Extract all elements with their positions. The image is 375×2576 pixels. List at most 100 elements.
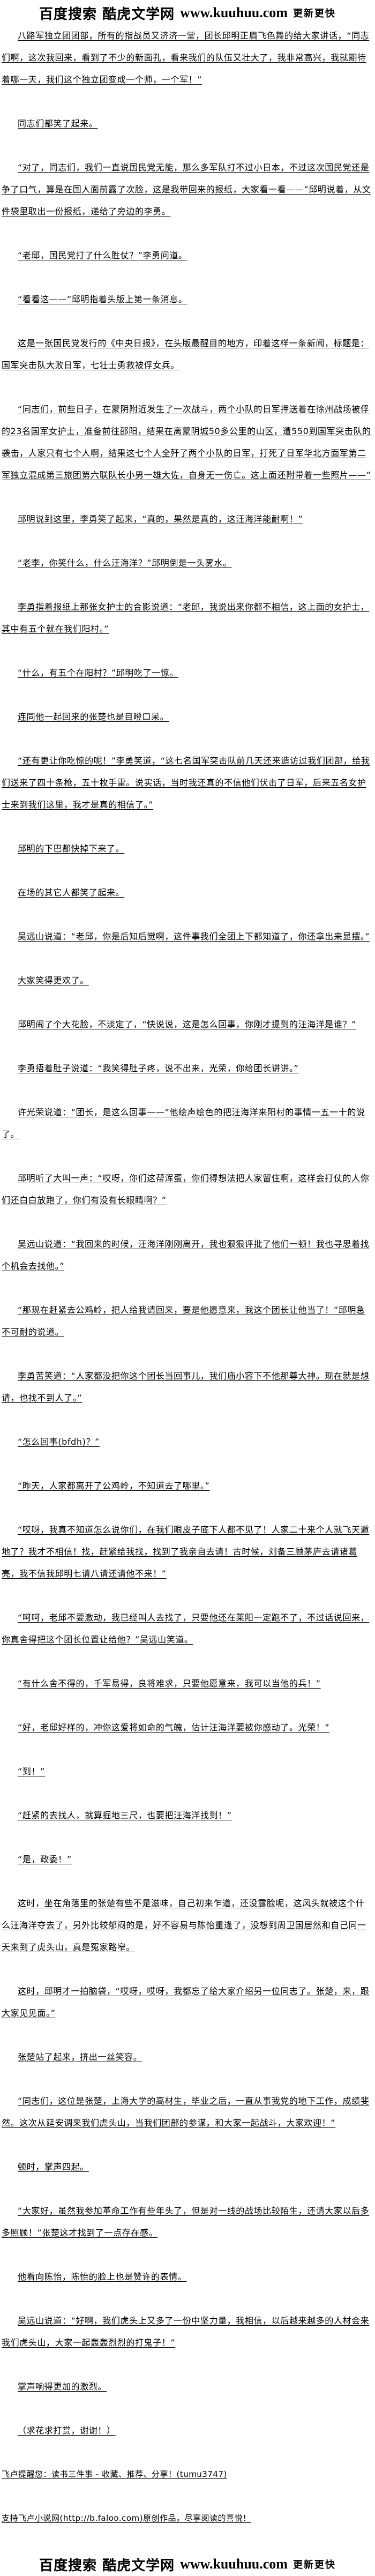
paragraph-text: 邱明听了大叫一声：“哎呀，你们这帮浑蛋，你们得想法把人家留住啊，这样会打仗的人你…: [2, 1173, 370, 1205]
paragraph: 邱明听了大叫一声：“哎呀，你们这帮浑蛋，你们得想法把人家留住啊，这样会打仗的人你…: [2, 1167, 373, 1211]
reminder-note: 飞卢提醒您：读书三件事 - 收藏、推荐、分享！(tumu3747): [2, 2463, 373, 2485]
paragraph-text: 吴远山说道：“老邱，你是后知后觉啊，这件事我们全团上下都知道了，你还拿出来显摆。…: [18, 931, 370, 942]
paragraph-text: 邱明闹了个大花脸，不淡定了，“快说说，这是怎么回事，你刚才提到的汪海洋是谁？”: [18, 1019, 356, 1029]
paragraph-text: “同志们，这位是张楚，上海大学的高材生，毕业之后，一直从事我党的地下工作，成绩斐…: [2, 2096, 370, 2128]
paragraph: “同志们，这位是张楚，上海大学的高材生，毕业之后，一直从事我党的地下工作，成绩斐…: [2, 2090, 373, 2134]
paragraph-text: 李勇苦笑道：“人家都没把你这个团长当回事儿，我们庙小容下不他那尊大神。现在就是想…: [2, 1371, 370, 1403]
paragraph: 吴远山说道：“我回来的时候，汪海洋刚刚离开，我也狠狠评批了他们一顿！我也寻思着找…: [2, 1233, 373, 1277]
paragraph: “大家好，虽然我参加革命工作有些年头了，但是对一线的战场比较陌生，还请大家以后多…: [2, 2200, 373, 2244]
paragraph: 李勇捂着肚子说道：“我笑得肚子疼，说不出来，光荣，你给团长讲讲。”: [2, 1057, 373, 1079]
paragraph: 顿时，掌声四起。: [2, 2156, 373, 2178]
paragraph-text: 在场的其它人都笑了起来。: [18, 887, 125, 898]
paragraph-text: “怎么回事(bfdh)？”: [18, 1437, 100, 1447]
paragraph: 这时，邱明才一拍脑袋，“哎呀，哎呀，我都忘了给大家介绍另一位同志了。张楚，来，跟…: [2, 1980, 373, 2024]
paragraph-text: 同志们都笑了起来。: [18, 118, 98, 129]
paragraph: “昨天，人家都离开了公鸡岭，不知道去了哪里。”: [2, 1475, 373, 1497]
paragraph-text: 八路军独立团团部，所有的指战员又济济一堂，团长邱明正眉飞色舞的给大家讲话，“同志…: [2, 31, 370, 85]
paragraph-text: “赶紧的去找人，就算掘地三尺，也要把汪海洋找到！”: [18, 1810, 232, 1820]
paragraph-text: 许光荣说道：“团长，是这么回事——”他绘声绘色的把汪海洋来阳村的事情一五一十的说…: [2, 1107, 365, 1139]
paragraph-text: 顿时，掌声四起。: [18, 2162, 89, 2172]
banner-url: www.kuuhuu.com: [180, 2556, 288, 2572]
paragraph: “哎呀，我真不知道怎么说你们，在我们眼皮子底下人都不见了！人家二十来个人就飞天遁…: [2, 1519, 373, 1585]
paragraph-text: 这时，坐在角落里的张楚有些不是滋味，自己初来乍道，还没露脸呢，这风头就被这个什么…: [2, 1898, 366, 1952]
banner-slogan: 更新更快: [292, 8, 336, 19]
paragraph-text: 张楚站了起来，挤出一丝笑容。: [18, 2052, 142, 2062]
paragraph: “看看这——”邱明指着头版上第一条消息。: [2, 288, 373, 310]
paragraph: 吴远山说道：“老邱，你是后知后觉啊，这件事我们全团上下都知道了，你还拿出来显摆。…: [2, 925, 373, 947]
paragraph-text: “老李，你笑什么，什么汪海洋？”邱明倒是一头雾水。: [18, 558, 232, 568]
paragraph-text: “那现在赶紧去公鸡岭，把人给我请回来，要是他愿意来，我这个团长让他当了！”邱明急…: [2, 1305, 365, 1337]
paragraph-text: 邱明说到这里，李勇笑了起来，“真的，果然是真的，这汪海洋能耐啊！”: [18, 514, 303, 524]
paragraph: 连同他一起回来的张楚也是目瞪口呆。: [2, 706, 373, 728]
paragraph: 李勇苦笑道：“人家都没把你这个团长当回事儿，我们庙小容下不他那尊大神。现在就是想…: [2, 1365, 373, 1409]
reminder-text: 飞卢提醒您：读书三件事 - 收藏、推荐、分享！(tumu3747): [2, 2469, 227, 2479]
paragraph-text: “同志们，前些日子，在蒙阴附近发生了一次战斗，两个小队的日军押送着在徐州战场被俘…: [2, 404, 371, 480]
paragraph-text: “看看这——”邱明指着头版上第一条消息。: [18, 294, 188, 304]
paragraph: 这是一张国民党发行的《中央日报》，在头版最醒目的地方，印着这样一条新闻，标题是：…: [2, 332, 373, 376]
paragraph: “对了，同志们，我们一直说国民党无能，那么多军队打不过小日本，不过这次国民党还是…: [2, 156, 373, 222]
banner-url: www.kuuhuu.com: [180, 5, 288, 20]
paragraph: 八路军独立团团部，所有的指战员又济济一堂，团长邱明正眉飞色舞的给大家讲话，“同志…: [2, 25, 373, 91]
paragraph: “老李，你笑什么，什么汪海洋？”邱明倒是一头雾水。: [2, 552, 373, 574]
paragraph-text: “什么，有五个在阳村？”邱明吃了一惊。: [18, 668, 178, 678]
paragraph: 邱明的下巴都快掉下来了。: [2, 838, 373, 860]
paragraph-text: （求花求打赏，谢谢！）: [18, 2425, 116, 2436]
paragraph-text: “对了，同志们，我们一直说国民党无能，那么多军队打不过小日本，不过这次国民党还是…: [2, 162, 371, 216]
paragraph-text: “老邱，国民党打了什么胜仗？”李勇问道。: [18, 250, 188, 260]
paragraph: 掌声响得更加的激烈。: [2, 2376, 373, 2398]
paragraph-text: 连同他一起回来的张楚也是目瞪口呆。: [18, 712, 169, 722]
paragraph-text: 李勇捂着肚子说道：“我笑得肚子疼，说不出来，光荣，你给团长讲讲。”: [18, 1063, 299, 1073]
paragraph: 吴远山说道：“好啊，我们虎头上又多了一份中坚力量，我相信，以后越来越多的人材会来…: [2, 2310, 373, 2354]
chapter-body: 八路军独立团团部，所有的指战员又济济一堂，团长邱明正眉飞色舞的给大家讲话，“同志…: [0, 25, 375, 2441]
chapter-notes: 飞卢提醒您：读书三件事 - 收藏、推荐、分享！(tumu3747) 支持飞卢小说…: [0, 2463, 375, 2529]
paragraph-text: 吴远山说道：“我回来的时候，汪海洋刚刚离开，我也狠狠评批了他们一顿！我也寻思着找…: [2, 1239, 370, 1271]
banner-search-text: 百度搜索: [39, 6, 98, 23]
paragraph-text: “大家好，虽然我参加革命工作有些年头了，但是对一线的战场比较陌生，还请大家以后多…: [2, 2206, 370, 2238]
site-banner-bottom: 百度搜索 酷虎文学网 www.kuuhuu.com 更新更快: [0, 2551, 375, 2576]
paragraph: 邱明闹了个大花脸，不淡定了，“快说说，这是怎么回事，你刚才提到的汪海洋是谁？”: [2, 1013, 373, 1035]
paragraph: 邱明说到这里，李勇笑了起来，“真的，果然是真的，这汪海洋能耐啊！”: [2, 508, 373, 530]
paragraph-text: 他看向陈怡，陈怡的脸上也是赞许的表情。: [18, 2272, 187, 2282]
paragraph: “怎么回事(bfdh)？”: [2, 1431, 373, 1453]
paragraph-text: 这是一张国民党发行的《中央日报》，在头版最醒目的地方，印着这样一条新闻，标题是：…: [2, 338, 370, 370]
paragraph: 这时，坐在角落里的张楚有些不是滋味，自己初来乍道，还没露脸呢，这风头就被这个什么…: [2, 1892, 373, 1958]
site-banner-top: 百度搜索 酷虎文学网 www.kuuhuu.com 更新更快: [0, 0, 375, 25]
paragraph: “有什么舍不得的，千军易得，良将难求，只要他愿意来，我可以当他的兵！”: [2, 1672, 373, 1694]
paragraph: “老邱，国民党打了什么胜仗？”李勇问道。: [2, 244, 373, 266]
paragraph: “到！”: [2, 1760, 373, 1782]
paragraph: “呵呵，老邱不要激动，我已经叫人去找了，只要他还在莱阳一定跑不了，不过话说回来，…: [2, 1607, 373, 1651]
paragraph-text: 大家笑得更欢了。: [18, 975, 89, 985]
paragraph-text: 吴远山说道：“好啊，我们虎头上又多了一份中坚力量，我相信，以后越来越多的人材会来…: [2, 2316, 370, 2348]
paragraph: 李勇指着报纸上那张女护士的合影说道：“老邱，我说出来你都不相信，这上面的女护士，…: [2, 596, 373, 640]
banner-site-name: 酷虎文学网: [102, 6, 175, 23]
paragraph-text: “呵呵，老邱不要激动，我已经叫人去找了，只要他还在莱阳一定跑不了，不过话说回来，…: [2, 1612, 370, 1645]
paragraph-text: 李勇指着报纸上那张女护士的合影说道：“老邱，我说出来你都不相信，这上面的女护士，…: [2, 602, 370, 634]
banner-search-text: 百度搜索: [39, 2557, 98, 2574]
paragraph-text: 这时，邱明才一拍脑袋，“哎呀，哎呀，我都忘了给大家介绍另一位同志了。张楚，来，跟…: [2, 1986, 370, 2018]
paragraph: “好，老邱好样的，冲你这爱将如命的气魄，估计汪海洋要被你感动了。光荣！”: [2, 1716, 373, 1738]
banner-slogan: 更新更快: [292, 2559, 336, 2571]
paragraph-text: 掌声响得更加的激烈。: [18, 2381, 107, 2392]
paragraph-text: “到！”: [18, 1766, 45, 1776]
paragraph: “什么，有五个在阳村？”邱明吃了一惊。: [2, 662, 373, 684]
paragraph-text: “哎呀，我真不知道怎么说你们，在我们眼皮子底下人都不见了！人家二十来个人就飞天遁…: [2, 1525, 370, 1579]
paragraph: “那现在赶紧去公鸡岭，把人给我请回来，要是他愿意来，我这个团长让他当了！”邱明急…: [2, 1299, 373, 1343]
paragraph: 张楚站了起来，挤出一丝笑容。: [2, 2046, 373, 2068]
paragraph: 在场的其它人都笑了起来。: [2, 882, 373, 904]
paragraph-text: 邱明的下巴都快掉下来了。: [18, 843, 125, 854]
paragraph-text: “昨天，人家都离开了公鸡岭，不知道去了哪里。”: [18, 1481, 210, 1491]
paragraph: “是，政委！”: [2, 1848, 373, 1870]
paragraph-text: “还有更让你吃惊的呢！”李勇笑道，“这七名国军突击队前几天还来造访过我们团部，给…: [2, 756, 370, 810]
paragraph: “还有更让你吃惊的呢！”李勇笑道，“这七名国军突击队前几天还来造访过我们团部，给…: [2, 750, 373, 816]
paragraph: 大家笑得更欢了。: [2, 969, 373, 991]
paragraph: 他看向陈怡，陈怡的脸上也是赞许的表情。: [2, 2266, 373, 2288]
paragraph: （求花求打赏，谢谢！）: [2, 2420, 373, 2441]
paragraph: 同志们都笑了起来。: [2, 113, 373, 135]
support-text: 支持飞卢小说网(http://b.faloo.com)原创作品，尽享阅读的喜悦！: [2, 2513, 251, 2523]
paragraph-text: “是，政委！”: [18, 1854, 72, 1864]
support-note: 支持飞卢小说网(http://b.faloo.com)原创作品，尽享阅读的喜悦！: [2, 2507, 373, 2529]
paragraph-text: “有什么舍不得的，千军易得，良将难求，只要他愿意来，我可以当他的兵！”: [18, 1678, 321, 1689]
paragraph-text: “好，老邱好样的，冲你这爱将如命的气魄，估计汪海洋要被你感动了。光荣！”: [18, 1722, 330, 1733]
paragraph: “赶紧的去找人，就算掘地三尺，也要把汪海洋找到！”: [2, 1804, 373, 1826]
paragraph: 许光荣说道：“团长，是这么回事——”他绘声绘色的把汪海洋来阳村的事情一五一十的说…: [2, 1101, 373, 1145]
